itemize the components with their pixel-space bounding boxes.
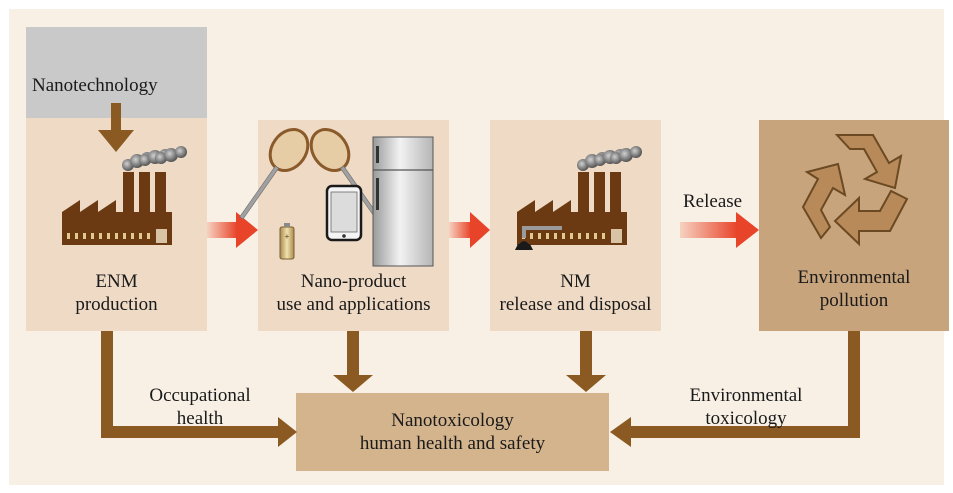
arrow-occupational-health [101, 331, 297, 447]
release-label: Release [683, 191, 743, 212]
nm-label-line2: release and disposal [499, 294, 652, 315]
nanotechnology-label: Nanotechnology [32, 75, 158, 96]
recycle-icon [801, 134, 909, 247]
occupational-label-line2: health [176, 408, 224, 429]
env-tox-label-line1: Environmental [689, 385, 803, 406]
nanoproduct-label-line2: use and applications [276, 294, 431, 315]
arrow-nm-to-nanotox [566, 331, 606, 392]
discharge-pipe-icon [515, 226, 562, 250]
env-tox-label-line2: toxicology [705, 408, 787, 429]
battery-icon: + [279, 223, 295, 260]
factory-icon [62, 146, 187, 245]
tennis-rackets-icon [239, 128, 380, 220]
nanoproduct-label-line1: Nano-product [300, 271, 407, 292]
nanotechnology-box [26, 27, 207, 118]
nm-label-line1: NM [560, 271, 591, 292]
nanotox-label-line2: human health and safety [359, 433, 546, 454]
arrow-nanoproduct-to-nm [449, 212, 490, 248]
occupational-label-line1: Occupational [149, 385, 251, 406]
env-pollution-label-line2: pollution [819, 290, 889, 311]
arrow-environmental-toxicology [610, 331, 860, 447]
nanotox-label-line1: Nanotoxicology [391, 410, 514, 431]
env-pollution-label-line1: Environmental [797, 267, 911, 288]
svg-text:+: + [285, 232, 290, 241]
enm-label-line2: production [75, 294, 158, 315]
smartphone-icon [325, 184, 363, 242]
factory-icon [517, 146, 642, 245]
enm-label-line1: ENM [95, 271, 138, 292]
nanotech-down-arrow [98, 103, 134, 152]
refrigerator-icon [372, 136, 434, 267]
arrow-nm-to-pollution [680, 212, 759, 248]
nanotoxicology-box [296, 393, 609, 471]
arrow-nanoproduct-to-nanotox [333, 331, 373, 392]
arrow-enm-to-nanoproduct [207, 212, 258, 248]
